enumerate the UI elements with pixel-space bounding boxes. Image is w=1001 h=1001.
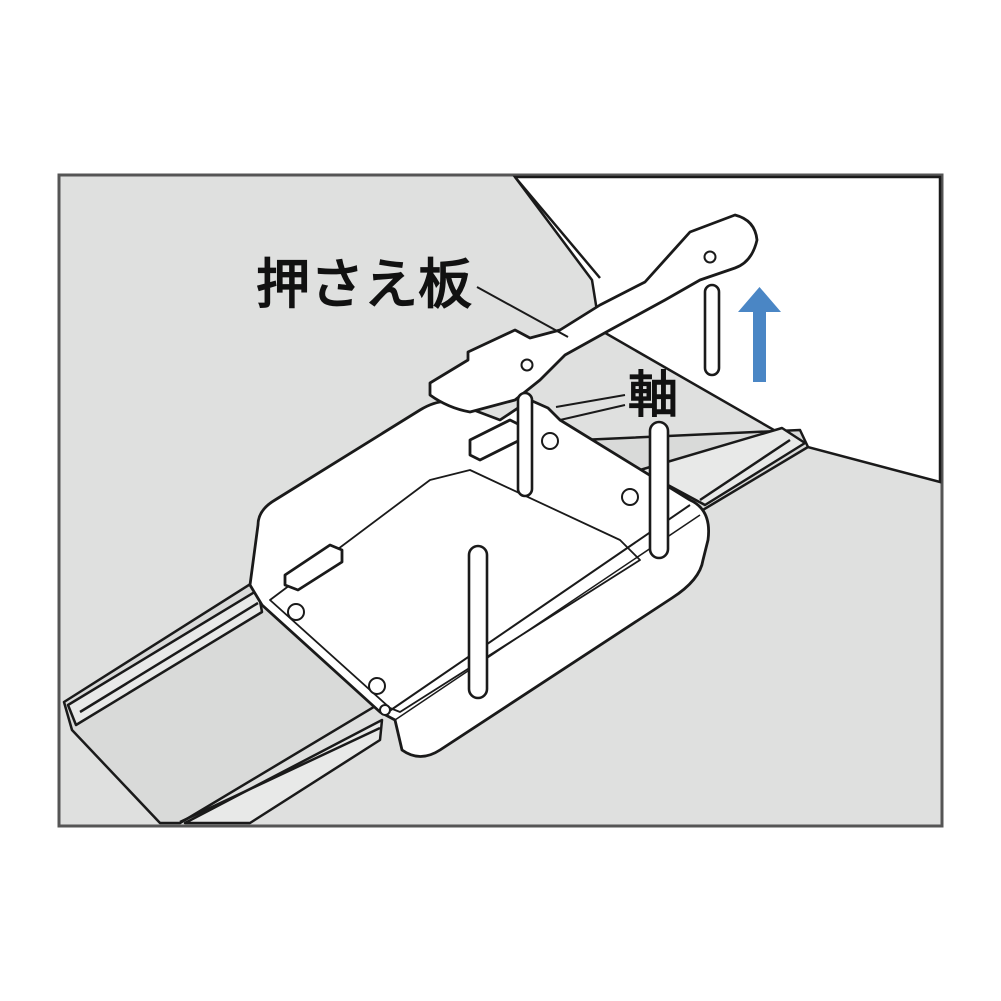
shaft-leader-lower [559,404,626,421]
up-arrow-head [738,287,781,312]
rail-groove-top [79,601,259,714]
presser-plate-leader [476,286,569,338]
tray-hinge-line [387,504,691,713]
shaft-leader-upper [555,394,626,408]
up-arrow-shaft [753,312,766,382]
shaft-front-left [467,544,489,700]
shaft-front-right [648,420,670,560]
rail-top-face [66,588,264,727]
tray-hole [379,704,391,716]
presser-plate-hole [703,250,717,264]
presser-plate-label: 押さえ板 [256,253,472,316]
tray-hole [368,677,386,695]
up-arrow-icon [738,287,781,382]
tray-hole [621,488,639,506]
tray-hole [287,603,305,621]
presser-plate [428,213,759,414]
shaft-label: 軸 [628,366,678,424]
presser-plate-hole [520,358,534,372]
paper-edge-line [514,176,601,279]
rail-groove-bottom [179,726,381,824]
rail-groove-right [699,438,791,502]
leader-lines [476,286,626,421]
shaft-rear-right [703,283,721,377]
tray-hole [541,432,559,450]
tray-tab-left [283,543,344,592]
shafts [467,283,721,700]
shaft-rear-left [516,391,534,498]
rail-right-end [638,426,807,507]
presser-plate-body [428,213,759,414]
